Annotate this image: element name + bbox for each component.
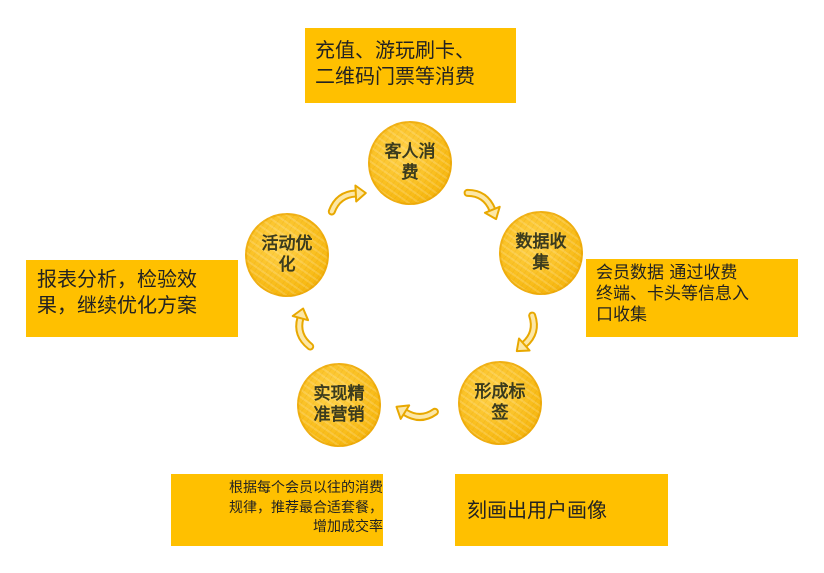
arrowhead-consume-to-collect (483, 205, 501, 221)
note-market: 根据每个会员以往的消费 规律，推荐最合适套餐， 增加成交率 (171, 474, 383, 546)
node-consume: 客人消 费 (368, 121, 452, 205)
arrow-body-market-to-optimize (297, 316, 313, 349)
arrowhead-tag-to-market (395, 404, 411, 420)
note-consume: 充值、游玩刷卡、 二维码门票等消费 (305, 28, 516, 103)
arrow-body-optimize-to-consume (329, 191, 358, 214)
node-market: 实现精 准营销 (297, 363, 381, 447)
node-collect: 数据收 集 (499, 211, 583, 295)
note-tag: 刻画出用户画像 (455, 474, 668, 546)
arrowhead-optimize-to-consume (354, 184, 367, 203)
node-tag: 形成标 签 (458, 361, 542, 445)
node-optimize: 活动优 化 (245, 213, 329, 297)
arrow-body-consume-to-collect (465, 190, 495, 212)
note-collect: 会员数据 通过收费 终端、卡头等信息入 口收集 (586, 259, 798, 337)
arrowhead-market-to-optimize (291, 307, 310, 322)
arrow-body-tag-to-market (402, 409, 437, 419)
arrow-body-collect-to-tag (522, 313, 536, 347)
note-optimize: 报表分析，检验效 果，继续优化方案 (26, 260, 238, 337)
arrowhead-collect-to-tag (515, 337, 531, 353)
